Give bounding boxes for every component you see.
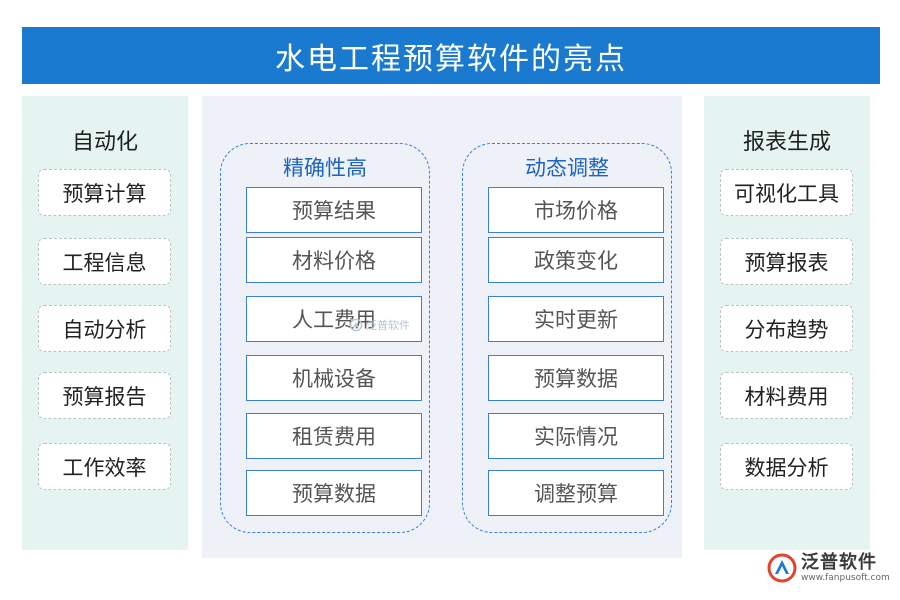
group-item: 租赁费用 xyxy=(246,413,422,459)
right-item: 预算报表 xyxy=(720,238,853,285)
right-item: 材料费用 xyxy=(720,372,853,419)
group-item: 实时更新 xyxy=(488,296,664,342)
group-item: 调整预算 xyxy=(488,470,664,516)
left-item: 自动分析 xyxy=(38,305,171,352)
left-item: 工程信息 xyxy=(38,238,171,285)
left-item: 预算报告 xyxy=(38,372,171,419)
watermark: 泛普软件 xyxy=(349,317,410,333)
fanpu-logo-icon xyxy=(767,553,797,583)
right-item: 可视化工具 xyxy=(720,169,853,216)
group-item: 人工费用 xyxy=(246,296,422,342)
group-item: 预算数据 xyxy=(246,470,422,516)
left-item: 工作效率 xyxy=(38,443,171,490)
right-item: 数据分析 xyxy=(720,443,853,490)
center-panel: 精确性高 预算结果 材料价格 人工费用 机械设备 租赁费用 预算数据 动态调整 … xyxy=(202,96,682,558)
left-panel-heading: 自动化 xyxy=(71,130,138,155)
group-item: 实际情况 xyxy=(488,413,664,459)
logo-url: www.fanpusoft.com xyxy=(801,572,890,583)
group-heading: 精确性高 xyxy=(283,156,367,180)
watermark-text: 泛普软件 xyxy=(366,319,410,332)
group-heading: 动态调整 xyxy=(525,156,609,180)
logo-name: 泛普软件 xyxy=(801,551,877,573)
brand-logo: 泛普软件 www.fanpusoft.com xyxy=(766,552,890,584)
diagram-title: 水电工程预算软件的亮点 xyxy=(22,27,880,84)
watermark-icon xyxy=(349,318,363,332)
left-panel: 自动化 预算计算 工程信息 自动分析 预算报告 工作效率 xyxy=(22,96,188,550)
right-panel: 报表生成 可视化工具 预算报表 分布趋势 材料费用 数据分析 xyxy=(704,96,870,550)
left-item: 预算计算 xyxy=(38,169,171,216)
group-item: 市场价格 xyxy=(488,187,664,233)
right-panel-heading: 报表生成 xyxy=(742,130,831,155)
right-item: 分布趋势 xyxy=(720,305,853,352)
group-item: 预算结果 xyxy=(246,187,422,233)
group-item: 机械设备 xyxy=(246,355,422,401)
group-item: 预算数据 xyxy=(488,355,664,401)
group-item: 材料价格 xyxy=(246,237,422,283)
group-precision: 精确性高 预算结果 材料价格 人工费用 机械设备 租赁费用 预算数据 xyxy=(220,143,430,533)
group-dynamic: 动态调整 市场价格 政策变化 实时更新 预算数据 实际情况 调整预算 xyxy=(462,143,672,533)
group-item: 政策变化 xyxy=(488,237,664,283)
